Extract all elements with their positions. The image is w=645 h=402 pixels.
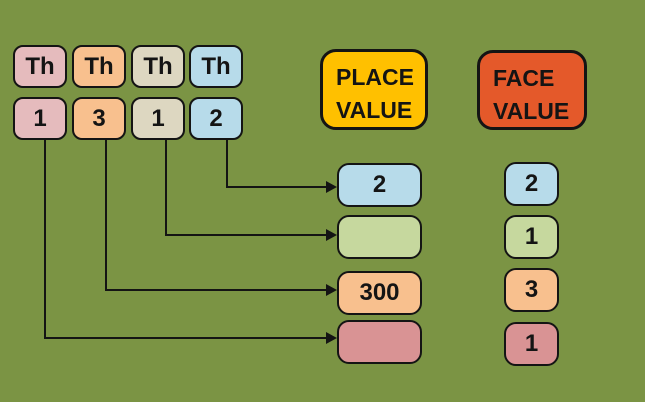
arrow-head-icon	[326, 181, 337, 193]
column-header-box: Th	[13, 45, 67, 88]
place-value-label: 300	[359, 279, 400, 306]
face-value-box: 1	[504, 322, 559, 366]
column-header-box: Th	[72, 45, 126, 88]
place-value-box: 2	[337, 163, 422, 207]
place-value-heading-line1: PLACE	[336, 64, 414, 90]
connector-digit4-vertical	[225, 139, 228, 188]
face-value-box: 1	[504, 215, 559, 259]
connector-digit2-horizontal	[104, 288, 327, 292]
digit-label: 2	[209, 104, 223, 132]
arrow-head-icon	[326, 284, 337, 296]
digit-label: 3	[92, 104, 106, 132]
column-header-label: Th	[201, 52, 231, 80]
place-value-heading: PLACE VALUE	[320, 49, 428, 130]
place-value-heading-line2: VALUE	[336, 97, 413, 123]
column-header-label: Th	[84, 52, 114, 80]
connector-digit1-vertical	[43, 139, 46, 339]
face-value-box: 2	[504, 162, 559, 206]
face-value-box: 3	[504, 268, 559, 312]
arrow-head-icon	[326, 229, 337, 241]
digit-box: 1	[131, 97, 185, 140]
place-value-box	[337, 320, 422, 364]
column-header-label: Th	[143, 52, 173, 80]
face-value-heading: FACE VALUE	[477, 50, 587, 130]
place-value-box	[337, 215, 422, 259]
face-value-label: 2	[524, 170, 539, 197]
connector-digit2-vertical	[104, 139, 107, 291]
face-value-label: 1	[524, 330, 539, 357]
place-value-box: 300	[337, 271, 422, 315]
digit-label: 1	[33, 104, 47, 132]
place-value-label: 2	[372, 171, 387, 198]
connector-digit3-vertical	[164, 139, 167, 236]
column-header-box: Th	[189, 45, 243, 88]
face-value-heading-line1: FACE	[493, 65, 555, 91]
column-header-box: Th	[131, 45, 185, 88]
digit-box: 3	[72, 97, 126, 140]
face-value-heading-line2: VALUE	[493, 98, 570, 124]
digit-box: 1	[13, 97, 67, 140]
digit-box: 2	[189, 97, 243, 140]
arrow-head-icon	[326, 332, 337, 344]
digit-label: 1	[151, 104, 165, 132]
face-value-label: 3	[524, 276, 539, 303]
connector-digit4-horizontal	[225, 185, 327, 189]
column-header-label: Th	[25, 52, 55, 80]
connector-digit3-horizontal	[164, 233, 327, 237]
face-value-label: 1	[524, 223, 539, 250]
connector-digit1-horizontal	[43, 336, 327, 340]
